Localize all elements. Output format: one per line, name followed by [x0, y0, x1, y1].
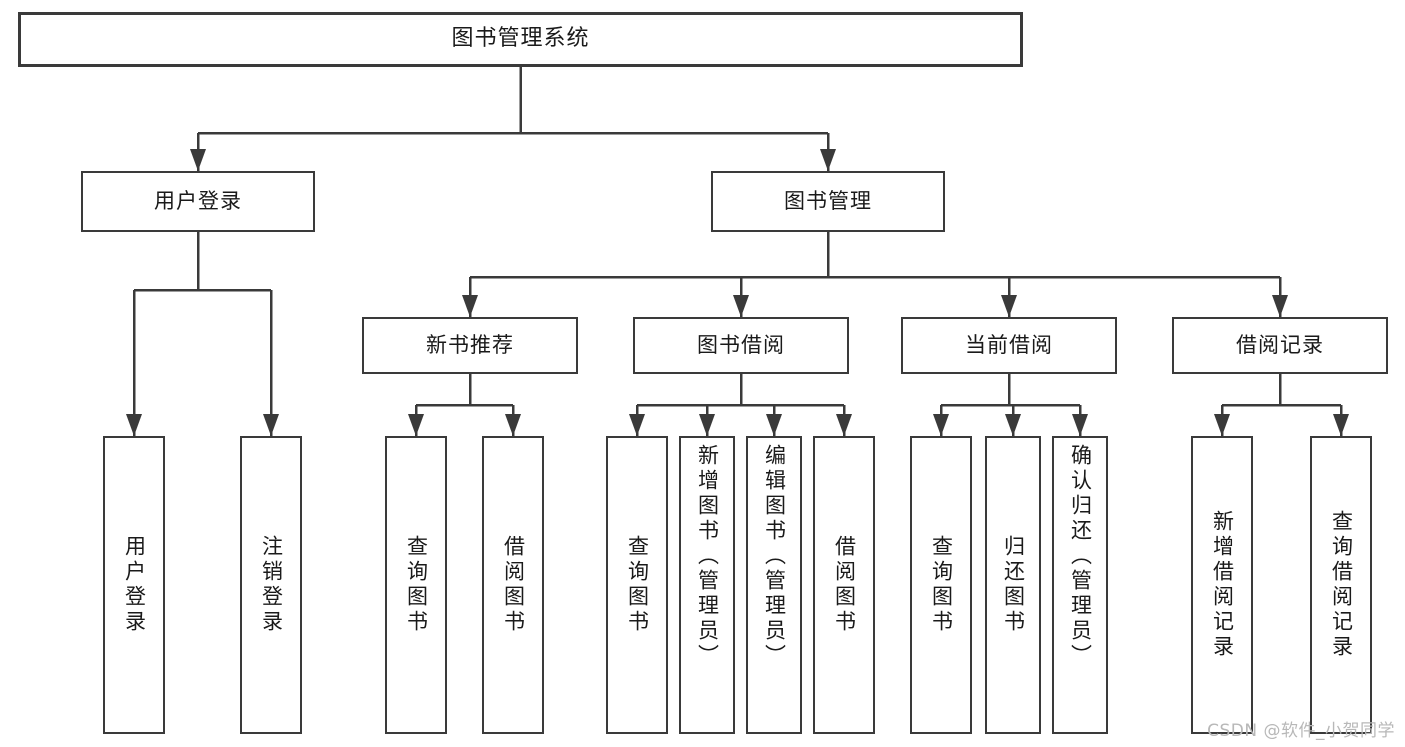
node-leaf-6[interactable]: 新增图书（管理员） [679, 436, 735, 734]
node-leaf-13[interactable]: 查询借阅记录 [1310, 436, 1372, 734]
node-label-leaf-3: 查询图书 [404, 535, 429, 635]
node-label-leaf-5: 查询图书 [625, 535, 650, 635]
node-label-book-manage: 图书管理 [784, 188, 872, 213]
node-label-leaf-6: 新增图书（管理员） [695, 444, 720, 669]
node-leaf-7[interactable]: 编辑图书（管理员） [746, 436, 802, 734]
node-label-leaf-2: 注销登录 [259, 535, 284, 635]
node-leaf-9[interactable]: 查询图书 [910, 436, 972, 734]
node-leaf-5[interactable]: 查询图书 [606, 436, 668, 734]
node-label-leaf-8: 借阅图书 [832, 535, 857, 635]
node-label-user-login: 用户登录 [154, 188, 242, 213]
node-label-loan-record: 借阅记录 [1236, 332, 1324, 357]
node-label-leaf-12: 新增借阅记录 [1210, 510, 1235, 660]
node-current-loan[interactable]: 当前借阅 [901, 317, 1117, 374]
node-label-leaf-11: 确认归还（管理员） [1068, 444, 1093, 669]
node-label-book-borrow: 图书借阅 [697, 332, 785, 357]
node-root[interactable]: 图书管理系统 [18, 12, 1023, 67]
csdn-watermark: CSDN @软件_小贺同学 [1207, 721, 1395, 741]
node-book-borrow[interactable]: 图书借阅 [633, 317, 849, 374]
node-user-login[interactable]: 用户登录 [81, 171, 315, 232]
node-label-leaf-9: 查询图书 [929, 535, 954, 635]
node-leaf-11[interactable]: 确认归还（管理员） [1052, 436, 1108, 734]
node-leaf-8[interactable]: 借阅图书 [813, 436, 875, 734]
node-label-leaf-10: 归还图书 [1001, 535, 1026, 635]
node-loan-record[interactable]: 借阅记录 [1172, 317, 1388, 374]
node-label-leaf-7: 编辑图书（管理员） [762, 444, 787, 669]
node-leaf-12[interactable]: 新增借阅记录 [1191, 436, 1253, 734]
node-label-new-book-rec: 新书推荐 [426, 332, 514, 357]
node-label-leaf-13: 查询借阅记录 [1329, 510, 1354, 660]
node-leaf-2[interactable]: 注销登录 [240, 436, 302, 734]
node-label-leaf-4: 借阅图书 [501, 535, 526, 635]
node-label-leaf-1: 用户登录 [122, 535, 147, 635]
node-book-manage[interactable]: 图书管理 [711, 171, 945, 232]
node-new-book-rec[interactable]: 新书推荐 [362, 317, 578, 374]
node-label-current-loan: 当前借阅 [965, 332, 1053, 357]
node-leaf-3[interactable]: 查询图书 [385, 436, 447, 734]
node-leaf-1[interactable]: 用户登录 [103, 436, 165, 734]
node-leaf-4[interactable]: 借阅图书 [482, 436, 544, 734]
node-label-root: 图书管理系统 [451, 26, 590, 52]
node-leaf-10[interactable]: 归还图书 [985, 436, 1041, 734]
